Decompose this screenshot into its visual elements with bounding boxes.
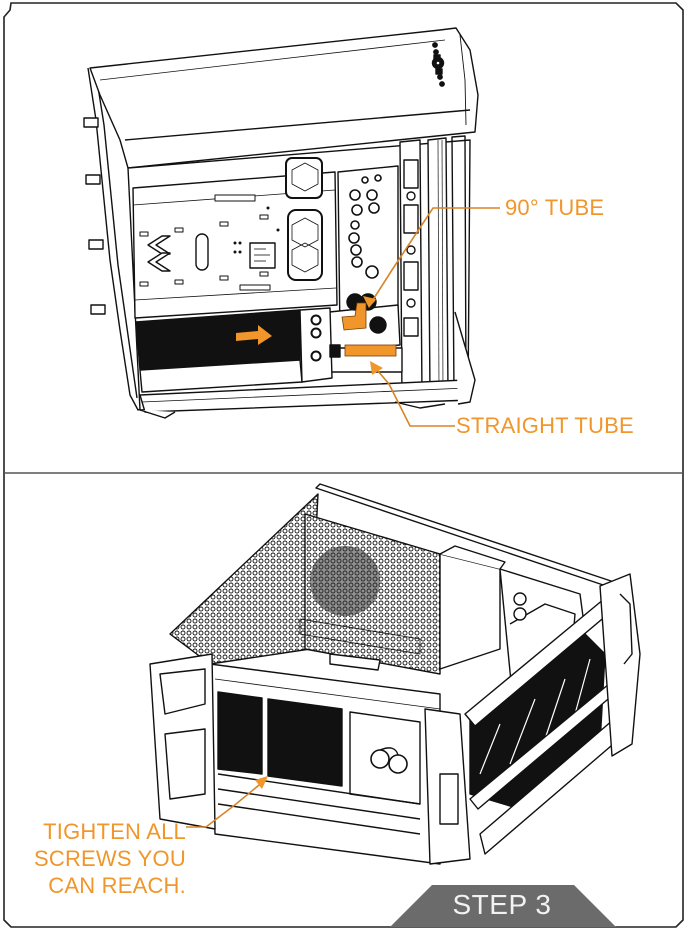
step-badge-label: STEP 3 <box>452 889 552 920</box>
callout-90-degree-tube: 90° TUBE <box>505 195 605 220</box>
top-case-illustration <box>83 27 500 427</box>
step-badge-shape <box>390 885 616 927</box>
callout-tighten-screws: TIGHTEN ALL SCREWS YOU CAN REACH. <box>34 819 186 898</box>
callout-straight-tube: STRAIGHT TUBE <box>456 413 634 438</box>
bottom-case-illustration <box>149 483 641 865</box>
